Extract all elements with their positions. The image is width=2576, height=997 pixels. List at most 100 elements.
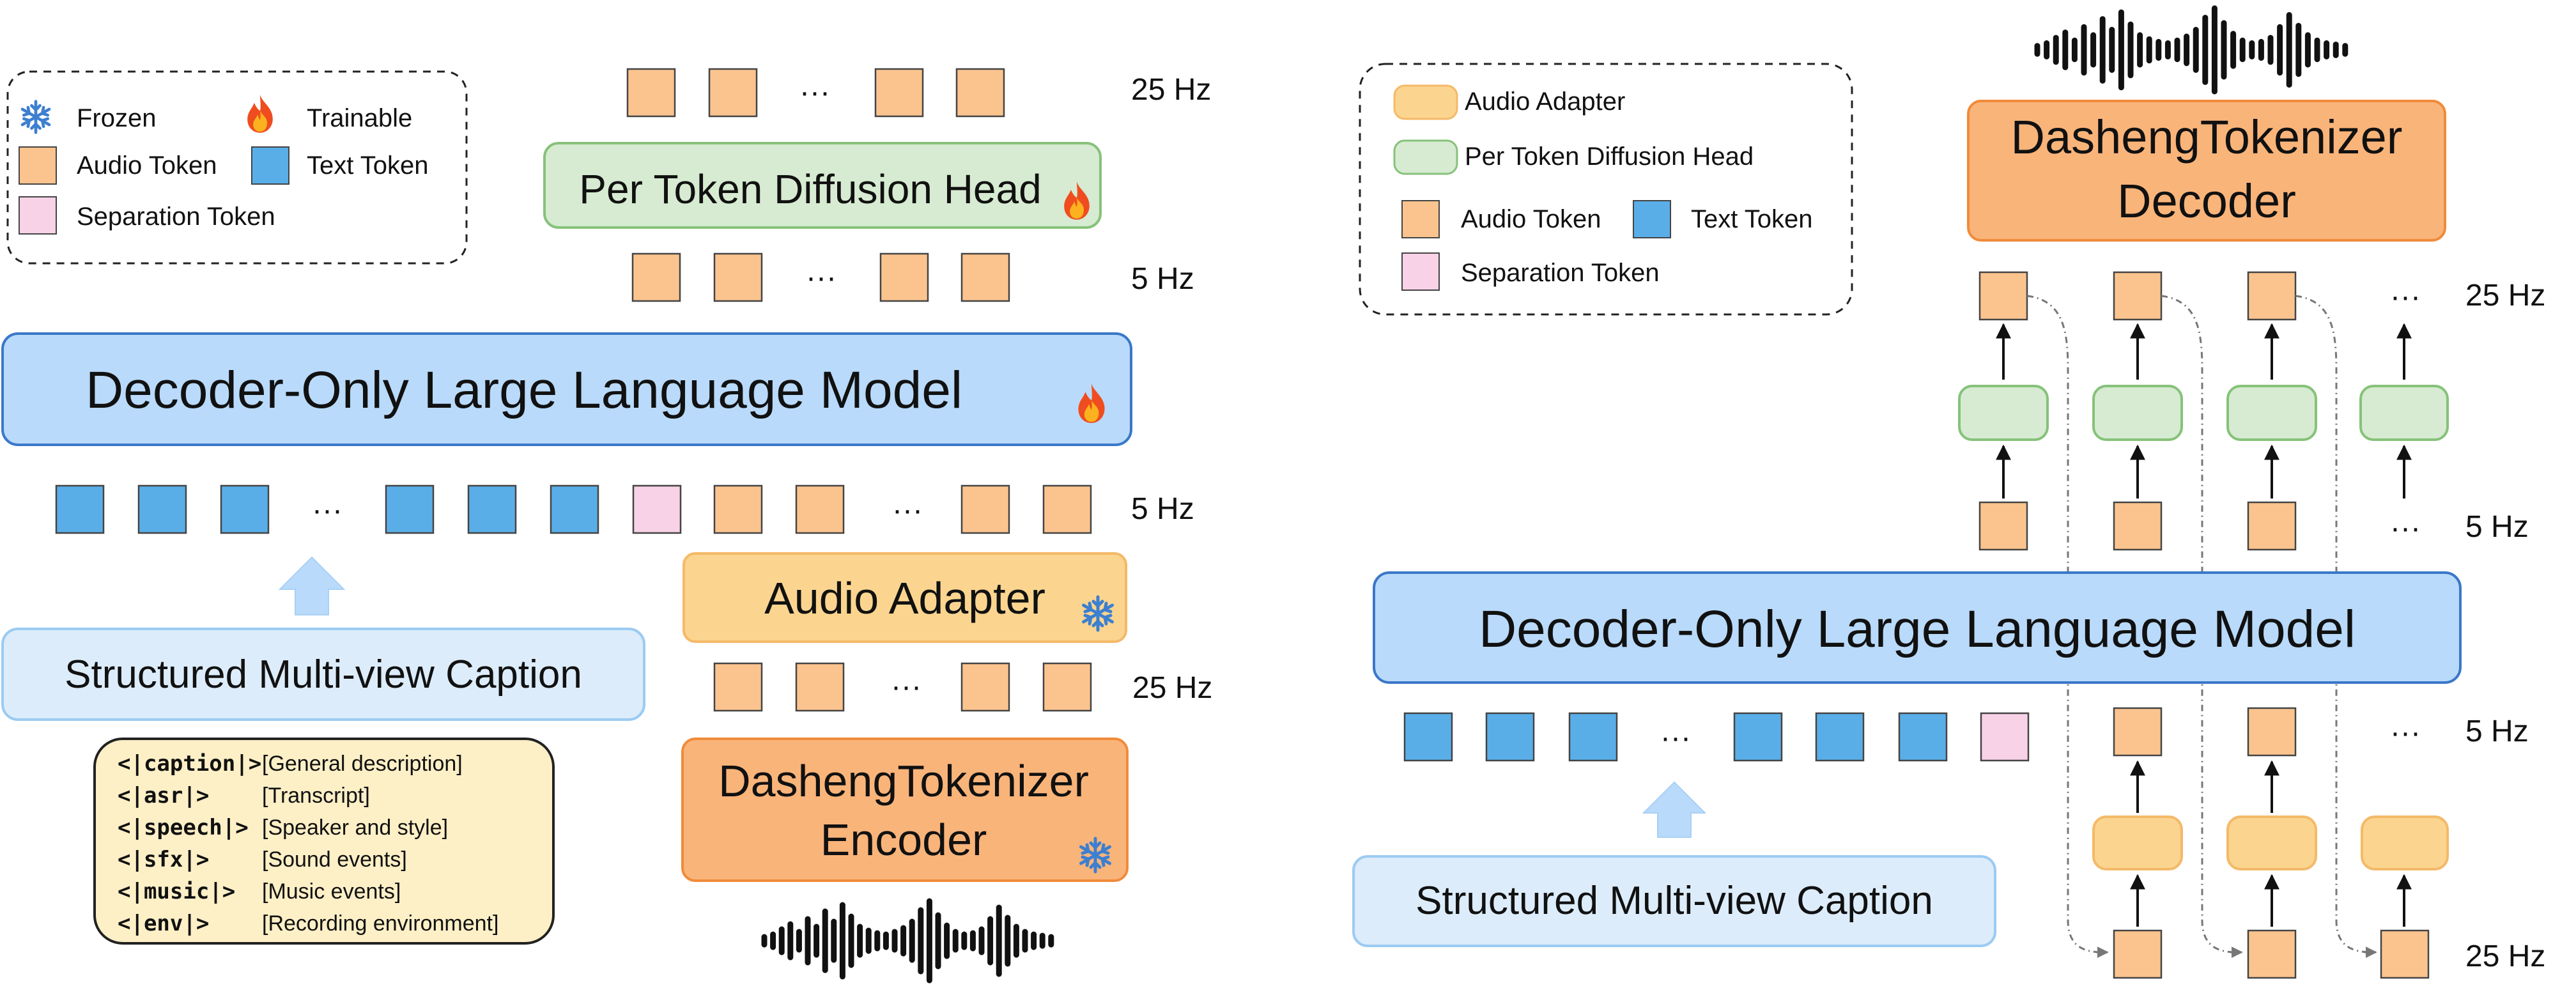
tag-asr: <|asr|> [118, 783, 209, 808]
tag-caption: <|caption|> [118, 751, 261, 777]
right-llm-block: Decoder-Only Large Language Model [1373, 571, 2462, 684]
text-token [1568, 712, 1618, 762]
audio-token [955, 68, 1005, 118]
audio-token [795, 484, 845, 534]
caption-tag-box: <|caption|> [General description] <|asr|… [93, 738, 555, 945]
legend-audio-token: Audio Token [1461, 205, 1601, 233]
llm-label: Decoder-Only Large Language Model [1479, 600, 2356, 658]
autoregressive-feedback-lines [2026, 295, 2373, 954]
legend-text-token: Text Token [307, 151, 429, 180]
llm-label: Decoder-Only Large Language Model [86, 361, 962, 419]
ellipsis: ··· [806, 261, 837, 295]
audio-token [874, 68, 924, 118]
left-legend: Frozen Trainable Audio Token Text Token … [6, 70, 468, 265]
audio-token [960, 662, 1010, 712]
audio-adapter [2361, 815, 2449, 870]
text-token [1815, 712, 1865, 762]
audio-token [2380, 929, 2430, 979]
legend-audio-adapter: Audio Adapter [1465, 88, 1625, 116]
legend-frozen: Frozen [77, 104, 157, 132]
audio-token [631, 252, 681, 302]
ellipsis: ··· [2390, 511, 2421, 545]
text-token [1733, 712, 1783, 762]
arrow-up-icon [278, 556, 346, 615]
ellipsis: ··· [799, 75, 830, 109]
legend-separation-token: Separation Token [1461, 259, 1660, 287]
ellipsis: ··· [2390, 716, 2421, 750]
diffusion-head [2359, 385, 2449, 441]
caption-label: Structured Multi-view Caption [1415, 879, 1933, 923]
text-token [385, 484, 435, 534]
left-diffusion-head: Per Token Diffusion Head [543, 142, 1102, 229]
encoder-label-line1: DashengTokenizer [718, 756, 1089, 806]
audio-token [2113, 929, 2163, 979]
left-diffusion-input-tokens: ··· [631, 252, 1010, 302]
audio-token [879, 252, 929, 302]
tag-music: <|music|> [118, 879, 235, 904]
audio-token [1978, 271, 2028, 321]
rate-label: 25 Hz [1131, 73, 1211, 107]
text-token [1485, 712, 1535, 762]
left-llm-block: Decoder-Only Large Language Model [1, 332, 1132, 446]
snowflake-icon [22, 102, 49, 133]
caption-label: Structured Multi-view Caption [65, 653, 582, 697]
tag-sfx: <|sfx|> [118, 847, 209, 872]
tag-asr-desc: [Transcript] [262, 784, 370, 808]
left-token-sequence: ··· ··· [55, 484, 1092, 534]
legend-separation-token-swatch [19, 196, 57, 235]
legend-separation-token: Separation Token [77, 203, 275, 231]
legend-text-token: Text Token [1691, 205, 1813, 233]
ellipsis: ··· [312, 493, 343, 527]
legend-text-token-swatch [251, 146, 289, 185]
audio-token [713, 662, 763, 712]
right-tokenizer-decoder: DashengTokenizer Decoder [1967, 100, 2446, 242]
legend-diffusion-swatch [1393, 139, 1458, 175]
left-adapter-input-tokens: ··· [713, 662, 1092, 712]
right-legend: Audio Adapter Per Token Diffusion Head A… [1359, 63, 1853, 316]
audio-token [2113, 707, 2163, 757]
decoder-label-line1: DashengTokenizer [2011, 111, 2403, 164]
legend-diffusion-head: Per Token Diffusion Head [1465, 143, 1754, 171]
decoding-columns: ··· ··· [1958, 271, 2449, 551]
audio-token [960, 484, 1010, 534]
audio-token [708, 68, 758, 118]
diffusion-head-label: Per Token Diffusion Head [579, 166, 1041, 212]
text-token [220, 484, 270, 534]
arrow-up-icon [1642, 781, 1707, 838]
rate-label: 25 Hz [2465, 939, 2545, 973]
ellipsis: ··· [891, 670, 922, 704]
audio-token [1042, 662, 1092, 712]
rate-label: 25 Hz [2465, 279, 2545, 313]
legend-text-token-swatch [1633, 200, 1671, 238]
audio-token [1042, 484, 1092, 534]
right-token-sequence: ··· [1403, 712, 2030, 762]
audio-token [2113, 271, 2163, 321]
diffusion-head [1958, 385, 2049, 441]
encoder-label-line2: Encoder [821, 815, 987, 865]
audio-token [1978, 501, 2028, 551]
rate-label: 5 Hz [2465, 510, 2529, 544]
right-caption-box: Structured Multi-view Caption [1352, 855, 1996, 947]
tag-sfx-desc: [Sound events] [262, 847, 407, 872]
ellipsis: ··· [1660, 721, 1691, 755]
text-token [550, 484, 599, 534]
audio-token [2247, 271, 2297, 321]
rate-label: 5 Hz [1131, 262, 1194, 296]
left-caption-box: Structured Multi-view Caption [1, 628, 645, 721]
tag-speech: <|speech|> [118, 815, 249, 840]
audio-adapter [2092, 815, 2183, 870]
separation-token [1980, 712, 2030, 762]
audio-adapter-label: Audio Adapter [764, 573, 1045, 623]
audio-token [713, 484, 763, 534]
text-token [55, 484, 105, 534]
left-top-audio-tokens: ··· [626, 68, 1005, 118]
waveform-icon [761, 898, 1054, 984]
legend-audio-token-swatch [19, 146, 57, 185]
diffusion-head [2226, 385, 2317, 441]
left-audio-adapter: Audio Adapter [683, 552, 1127, 643]
diffusion-head [2092, 385, 2183, 441]
text-token [467, 484, 517, 534]
tag-env-desc: [Recording environment] [262, 911, 498, 936]
audio-token [960, 252, 1010, 302]
audio-token [2247, 929, 2297, 979]
